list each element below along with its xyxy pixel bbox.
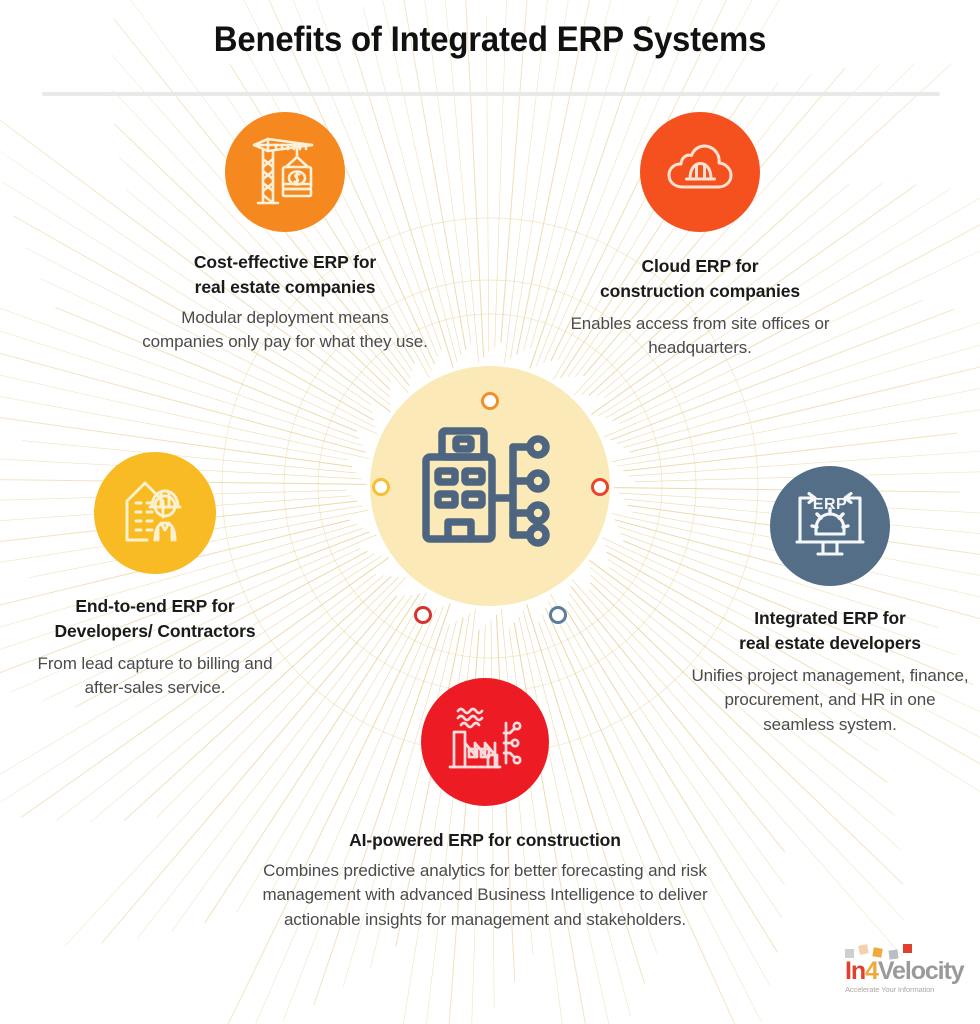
node-cloud-title-line1: Cloud ERP for [641, 256, 759, 276]
logo-wordmark: In4Velocity [845, 957, 965, 985]
page-title: Benefits of Integrated ERP Systems [213, 20, 767, 59]
logo-square-amber [872, 947, 883, 958]
node-cloud-title: Cloud ERP for construction companies [565, 254, 835, 304]
logo-text-velocity: Velocity [877, 957, 965, 985]
node-cloud-title-line2: construction companies [599, 280, 801, 301]
node-integrated-erp[interactable]: ERP Integrated ERP for real estate devel… [690, 466, 970, 738]
node-endtoend-title-line2: Developers/ Contractors [54, 620, 256, 641]
building-network-icon [422, 427, 550, 547]
node-integrated-desc: Unifies project management, finance, pro… [691, 665, 969, 734]
logo-square-slate [888, 949, 899, 960]
hub-dot-right [591, 478, 609, 496]
node-cloud-desc: Enables access from site offices or head… [570, 313, 830, 358]
logo-tagline: Accelerate Your Information [845, 985, 935, 994]
monitor-gear-erp-icon: ERP [795, 491, 865, 556]
node-integrated-title: Integrated ERP for real estate developer… [690, 606, 970, 656]
logo-text-in: In [845, 957, 866, 985]
node-ai-title: AI-powered ERP for construction [349, 830, 621, 850]
brand-logo[interactable]: In4Velocity Accelerate Your Information [845, 944, 965, 996]
hub-dot-bottom-right [549, 606, 567, 624]
node-endtoend-title-line1: End-to-end ERP for [75, 596, 235, 616]
building-worker-icon [125, 481, 182, 542]
node-cost-effective[interactable]: Cost-effective ERP for real estate compa… [140, 112, 430, 355]
node-integrated-badge[interactable]: ERP [770, 466, 890, 586]
hub-dot-top [481, 392, 499, 410]
node-cost-title-line1: Cost-effective ERP for [193, 252, 377, 272]
hub-dot-bottom-left [414, 606, 432, 624]
node-integrated-title-line2: real estate developers [739, 632, 921, 653]
node-cost-title: Cost-effective ERP for real estate compa… [140, 250, 430, 300]
node-endtoend-badge[interactable] [94, 452, 216, 574]
node-cost-badge[interactable] [225, 112, 345, 232]
logo-squares [845, 944, 963, 960]
logo-square-red [903, 944, 912, 953]
cloud-hardhat-icon [667, 144, 733, 189]
node-ai-desc: Combines predictive analytics for better… [262, 860, 708, 930]
node-end-to-end[interactable]: End-to-end ERP for Developers/ Contracto… [20, 452, 290, 701]
factory-circuit-icon [448, 707, 522, 769]
hub-dot-left [372, 478, 390, 496]
node-cloud-badge[interactable] [640, 112, 760, 232]
crane-money-icon [252, 137, 314, 205]
node-cloud-erp[interactable]: Cloud ERP for construction companies Ena… [565, 112, 835, 361]
node-ai-badge[interactable] [421, 678, 549, 806]
logo-square-gray [845, 949, 854, 958]
node-cost-desc: Modular deployment means companies only … [142, 307, 428, 352]
node-integrated-title-line1: Integrated ERP for [754, 608, 906, 628]
svg-text:ERP: ERP [813, 496, 847, 513]
logo-text-four: 4 [865, 957, 879, 985]
page-title-wrapper: Benefits of Integrated ERP Systems [0, 20, 980, 60]
node-ai-powered[interactable]: AI-powered ERP for construction Combines… [255, 678, 715, 933]
node-cost-title-line2: real estate companies [194, 276, 376, 297]
node-endtoend-title: End-to-end ERP for Developers/ Contracto… [20, 594, 290, 644]
title-divider [42, 92, 940, 96]
logo-square-peach [858, 944, 869, 955]
node-endtoend-desc: From lead capture to billing and after-s… [37, 653, 273, 698]
